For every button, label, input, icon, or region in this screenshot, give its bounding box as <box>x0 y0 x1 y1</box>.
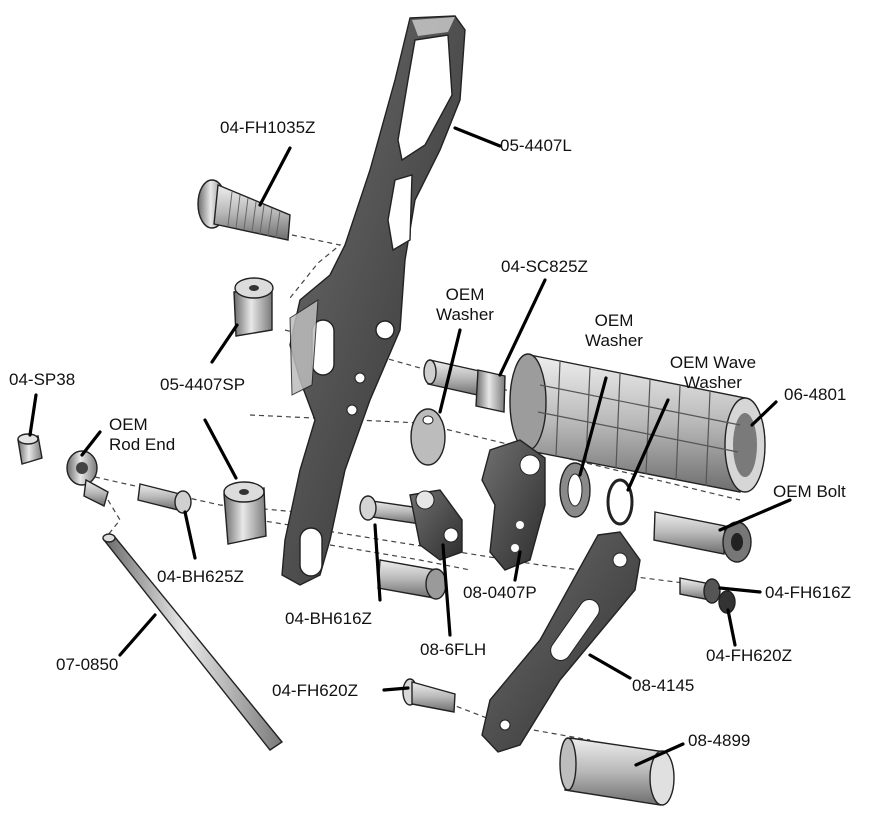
label-04-FH616Z: 04-FH616Z <box>765 583 851 602</box>
label-04-SP38: 04-SP38 <box>9 370 76 389</box>
label-04-FH620Z-right: 04-FH620Z <box>706 646 792 665</box>
spacer-05-4407SP-lower <box>223 481 267 545</box>
label-07-0850: 07-0850 <box>56 655 119 674</box>
label-oem-bolt: OEM Bolt <box>773 482 846 501</box>
assembly-axis-lines <box>94 234 741 741</box>
leader-lines <box>28 126 792 767</box>
label-04-BH616Z: 04-BH616Z <box>285 609 372 628</box>
label-04-SC825Z: 04-SC825Z <box>501 257 588 276</box>
label-04-BH625Z: 04-BH625Z <box>157 567 244 586</box>
sleeve-08-4899 <box>559 737 675 806</box>
label-05-4407SP: 05-4407SP <box>160 375 246 394</box>
label-06-4801: 06-4801 <box>784 385 847 404</box>
bolt-04-BH625Z <box>137 483 192 514</box>
label-04-FH1035Z: 04-FH1035Z <box>220 118 316 137</box>
screw-04-FH1035Z <box>197 179 291 241</box>
label-08-6FLH: 08-6FLH <box>420 640 487 659</box>
label-08-4145: 08-4145 <box>632 676 695 695</box>
label-08-4899: 08-4899 <box>688 731 751 750</box>
bolt-04-BH616Z <box>359 495 447 600</box>
label-05-4407L: 05-4407L <box>500 136 572 155</box>
oem-bolt <box>653 511 752 563</box>
oem-wave-washer <box>606 478 634 526</box>
spacer-05-4407SP-upper <box>233 277 274 337</box>
link-08-6FLH <box>409 489 463 561</box>
label-oem-washer-1: OEM Washer <box>436 285 494 324</box>
footpeg-06-4801 <box>509 353 766 493</box>
pivot-08-0407P <box>481 439 546 571</box>
rod-07-0850 <box>102 533 284 751</box>
screw-04-FH620Z-left <box>402 678 456 713</box>
label-04-FH620Z-left: 04-FH620Z <box>272 681 358 700</box>
oem-washer-1 <box>410 408 446 466</box>
lever-08-4145 <box>481 531 641 753</box>
label-oem-washer-2: OEM Washer <box>585 311 643 350</box>
spacer-04-SP38 <box>17 433 43 465</box>
bracket-05-4407L <box>281 15 466 586</box>
label-08-0407P: 08-0407P <box>463 583 537 602</box>
screw-04-FH616Z <box>679 577 721 604</box>
label-oem-wave-washer: OEM Wave Washer <box>669 353 757 392</box>
oem-rod-end <box>66 450 109 508</box>
label-oem-rod-end: OEM Rod End <box>109 415 176 454</box>
bolt-04-SC825Z <box>423 359 506 413</box>
oem-washer-2 <box>559 462 591 518</box>
